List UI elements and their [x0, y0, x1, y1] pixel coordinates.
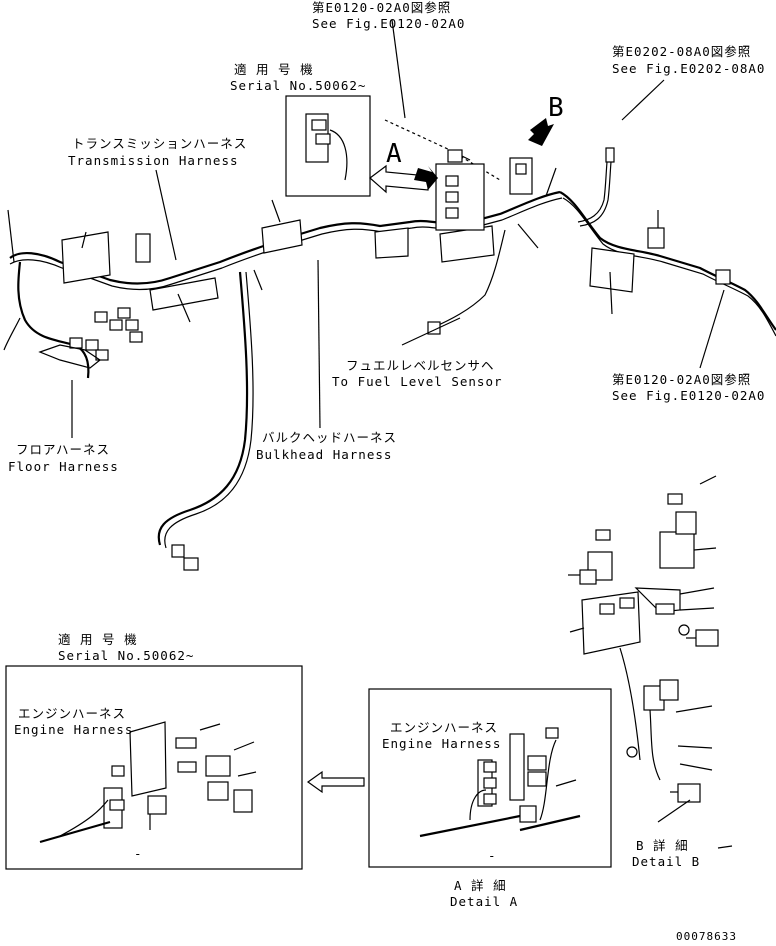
detail-a-drawing: [419, 727, 581, 838]
detail-b-assembly: [568, 475, 719, 823]
serial-box-mark: -: [134, 846, 143, 861]
ref-top-jp: 第E0120-02A0図参照: [312, 0, 452, 15]
connector-cluster-left: [38, 307, 143, 369]
bulkhead-harness-en: Bulkhead Harness: [256, 447, 393, 462]
ref-top-en: See Fig.E0120-02A0: [312, 16, 466, 31]
serial-top-jp: 適 用 号 機: [234, 62, 314, 77]
ref-right-mid-en: See Fig.E0120-02A0: [612, 388, 766, 403]
transmission-harness-en: Transmission Harness: [68, 153, 239, 168]
main-harness: [3, 119, 776, 549]
drawing-number: 00078633: [676, 930, 737, 943]
fuel-sensor-en: To Fuel Level Sensor: [332, 374, 503, 389]
marker-a: A: [386, 139, 403, 169]
detail-b-jp: B 詳 細: [636, 838, 689, 853]
detail-a-jp: A 詳 細: [454, 878, 507, 893]
serial-top-en: Serial No.50062~: [230, 78, 367, 93]
serial-bottom-jp: 適 用 号 機: [58, 632, 138, 647]
serial-detail-drawing: [39, 721, 257, 844]
detail-a-mark: -: [488, 848, 497, 863]
engine-harness-2-en: Engine Harness: [382, 736, 502, 751]
transmission-harness-jp: トランスミッションハーネス: [72, 136, 248, 151]
ref-right-mid-jp: 第E0120-02A0図参照: [612, 372, 752, 387]
floor-harness-en: Floor Harness: [8, 459, 119, 474]
serial-bottom-en: Serial No.50062~: [58, 648, 195, 663]
detail-arrow: [306, 770, 365, 794]
engine-harness-1-en: Engine Harness: [14, 722, 134, 737]
detail-b-en: Detail B: [632, 854, 701, 869]
engine-harness-2-jp: エンジンハーネス: [390, 720, 499, 735]
floor-harness-jp: フロアハーネス: [16, 442, 111, 457]
bulkhead-harness-jp: バルクヘッドハーネス: [262, 430, 398, 445]
ref-right-top-en: See Fig.E0202-08A0: [612, 61, 766, 76]
engine-harness-1-jp: エンジンハーネス: [18, 706, 127, 721]
detail-a-inset-top: [435, 163, 485, 231]
ref-right-top-jp: 第E0202-08A0図参照: [612, 44, 752, 59]
detail-a-en: Detail A: [450, 894, 519, 909]
marker-b: B: [548, 93, 565, 123]
fuel-sensor-jp: フュエルレベルセンサヘ: [346, 358, 495, 373]
leader-lines: [71, 19, 725, 438]
